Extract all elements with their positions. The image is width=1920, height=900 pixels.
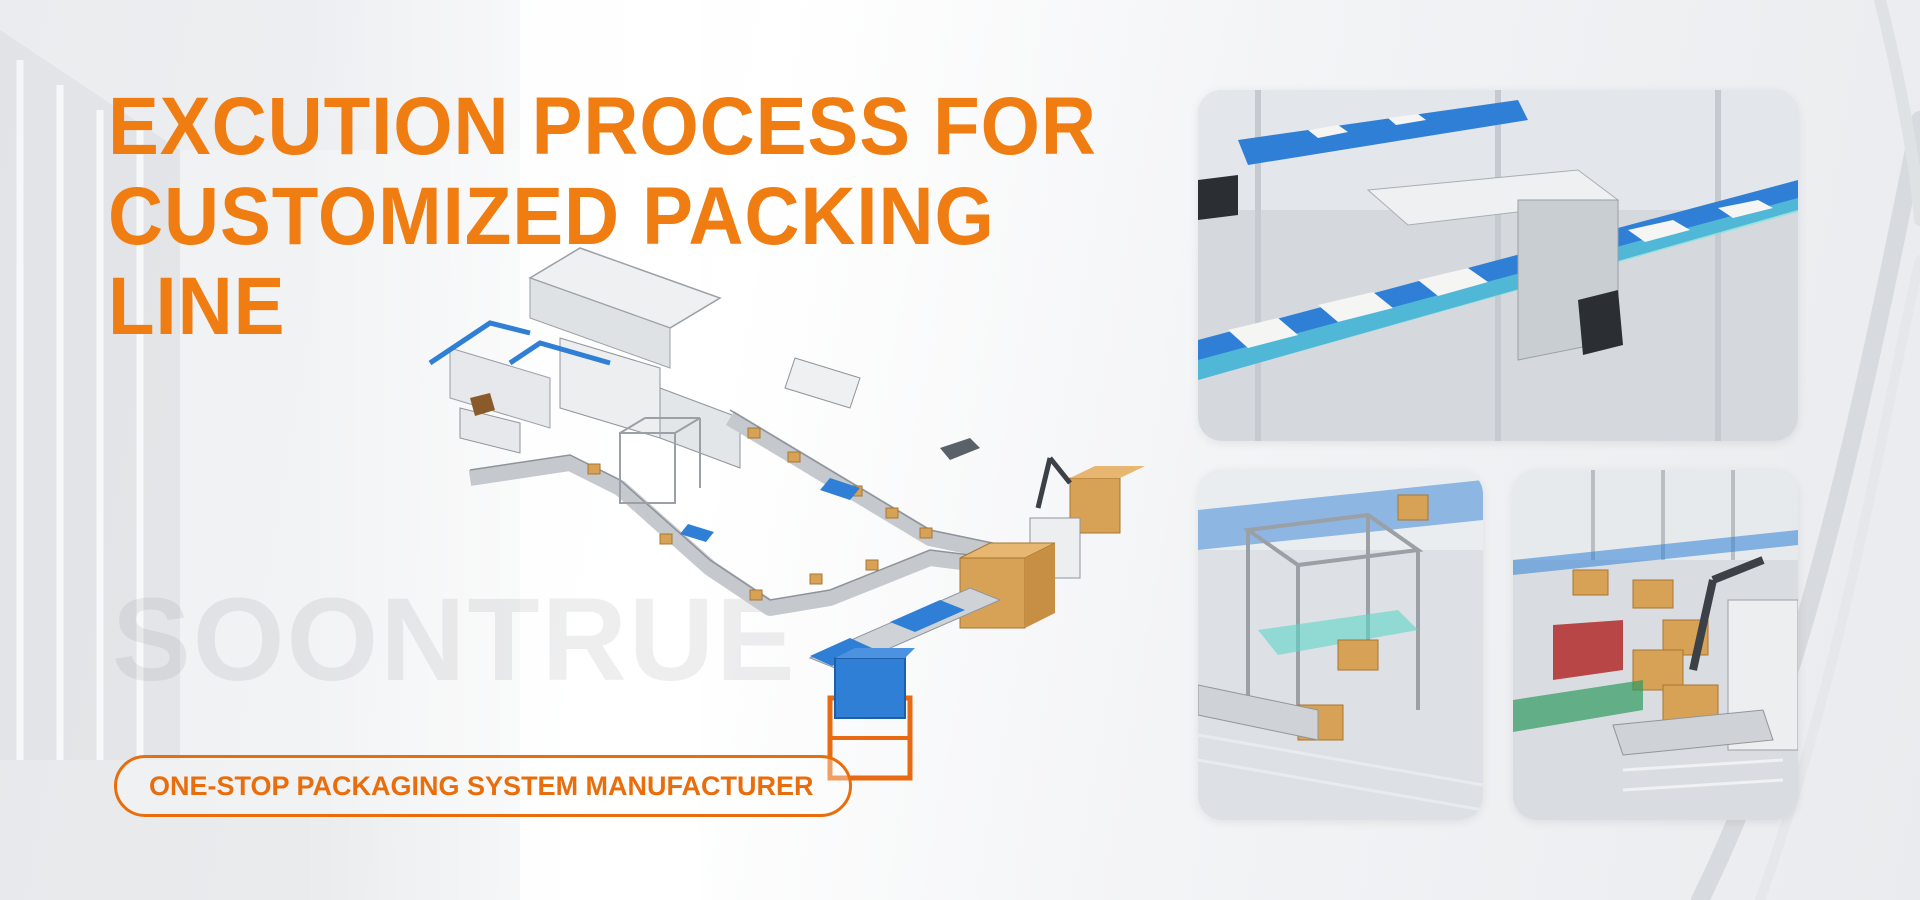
pallet-stack	[959, 542, 1056, 629]
title-line-3: LINE	[108, 261, 286, 352]
packing-line-illustration	[428, 247, 1145, 781]
carton-sealer-left	[459, 393, 521, 454]
blue-transfer-plates	[680, 478, 860, 542]
upper-machines	[449, 247, 861, 469]
photo-robot-palletizer	[1513, 470, 1798, 820]
carton-erector-frame	[619, 417, 701, 504]
brand-watermark: SOONTRUE	[112, 574, 797, 706]
tagline-pill: ONE-STOP PACKAGING SYSTEM MANUFACTURER	[114, 755, 852, 817]
blue-overhead-conveyor	[428, 320, 611, 366]
orange-pallet-cage	[827, 648, 915, 781]
title-line-2: CUSTOMIZED PACKING	[108, 171, 995, 262]
title-line-1: EXCUTION PROCESS FOR	[108, 81, 1097, 172]
photo-carton-erector	[1198, 470, 1483, 820]
page-title: EXCUTION PROCESS FOR CUSTOMIZED PACKING …	[108, 82, 1097, 352]
photo-conveyor-inspection	[1198, 90, 1798, 441]
